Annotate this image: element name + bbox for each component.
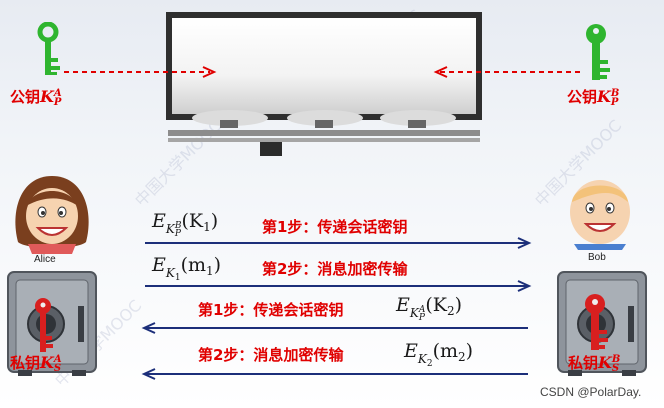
private-key-icon [30, 296, 56, 356]
alice-avatar [8, 172, 96, 254]
private-key-icon [580, 292, 610, 354]
msg1-step: 第1步：传递会话密钥 [262, 216, 407, 237]
msg2-step: 第2步：消息加密传输 [262, 258, 407, 279]
bob-name: Bob [588, 252, 606, 263]
alice-name: Alice [34, 254, 56, 265]
msg3-step: 第1步：传递会话密钥 [198, 299, 343, 320]
msg4-step: 第2步：消息加密传输 [198, 344, 343, 365]
csdn-watermark: CSDN @PolarDay. [540, 385, 641, 399]
msg2-formula: EK1(m1) [152, 254, 221, 283]
msg4-formula: EK2(m2) [404, 340, 473, 369]
bob-avatar [560, 172, 640, 250]
